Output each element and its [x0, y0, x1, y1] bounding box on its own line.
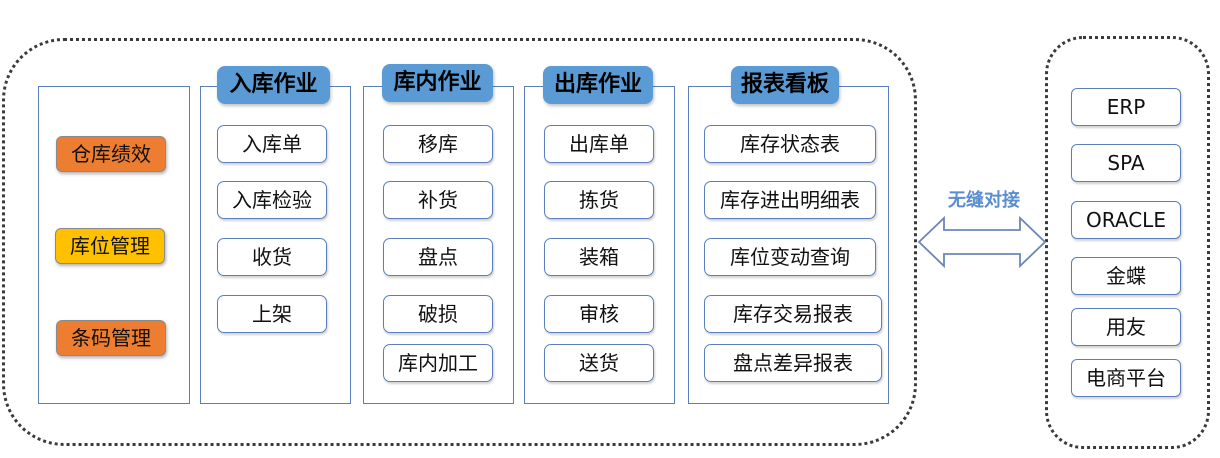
outbound-item: 送货	[544, 344, 654, 382]
inbound-item: 入库单	[217, 125, 327, 163]
tag-warehouse-performance: 仓库绩效	[56, 136, 166, 172]
inventory-item: 破损	[383, 295, 493, 333]
inventory-item: 库内加工	[383, 344, 493, 382]
double-arrow-icon	[917, 215, 1047, 269]
inventory-item: 移库	[383, 125, 493, 163]
outbound-item: 拣货	[544, 181, 654, 219]
tag-barcode-management: 条码管理	[56, 320, 166, 356]
inbound-item: 收货	[217, 238, 327, 276]
report-item: 库存进出明细表	[704, 181, 876, 219]
external-system-item: ERP	[1071, 88, 1181, 126]
header-inventory: 库内作业	[382, 64, 493, 102]
inbound-item: 入库检验	[217, 181, 327, 219]
report-item: 库位变动查询	[704, 238, 876, 276]
wms-system-frame	[2, 38, 917, 446]
external-systems-frame	[1045, 36, 1210, 449]
report-item: 盘点差异报表	[704, 344, 882, 382]
outbound-item: 出库单	[544, 125, 654, 163]
tag-location-management: 库位管理	[55, 228, 165, 264]
seamless-integration-label: 无缝对接	[948, 190, 1020, 211]
external-system-item: 用友	[1071, 308, 1181, 346]
outbound-item: 审核	[544, 295, 654, 333]
report-item: 库存状态表	[704, 125, 876, 163]
inventory-item: 盘点	[383, 238, 493, 276]
header-reports: 报表看板	[731, 66, 839, 104]
external-system-item: 金蝶	[1071, 257, 1181, 295]
inbound-item: 上架	[217, 295, 327, 333]
outbound-item: 装箱	[544, 238, 654, 276]
header-inbound: 入库作业	[217, 66, 330, 104]
header-outbound: 出库作业	[543, 66, 653, 104]
external-system-item: SPA	[1071, 144, 1181, 182]
inventory-item: 补货	[383, 181, 493, 219]
report-item: 库存交易报表	[704, 295, 882, 333]
external-system-item: ORACLE	[1071, 201, 1181, 239]
external-system-item: 电商平台	[1071, 359, 1181, 397]
